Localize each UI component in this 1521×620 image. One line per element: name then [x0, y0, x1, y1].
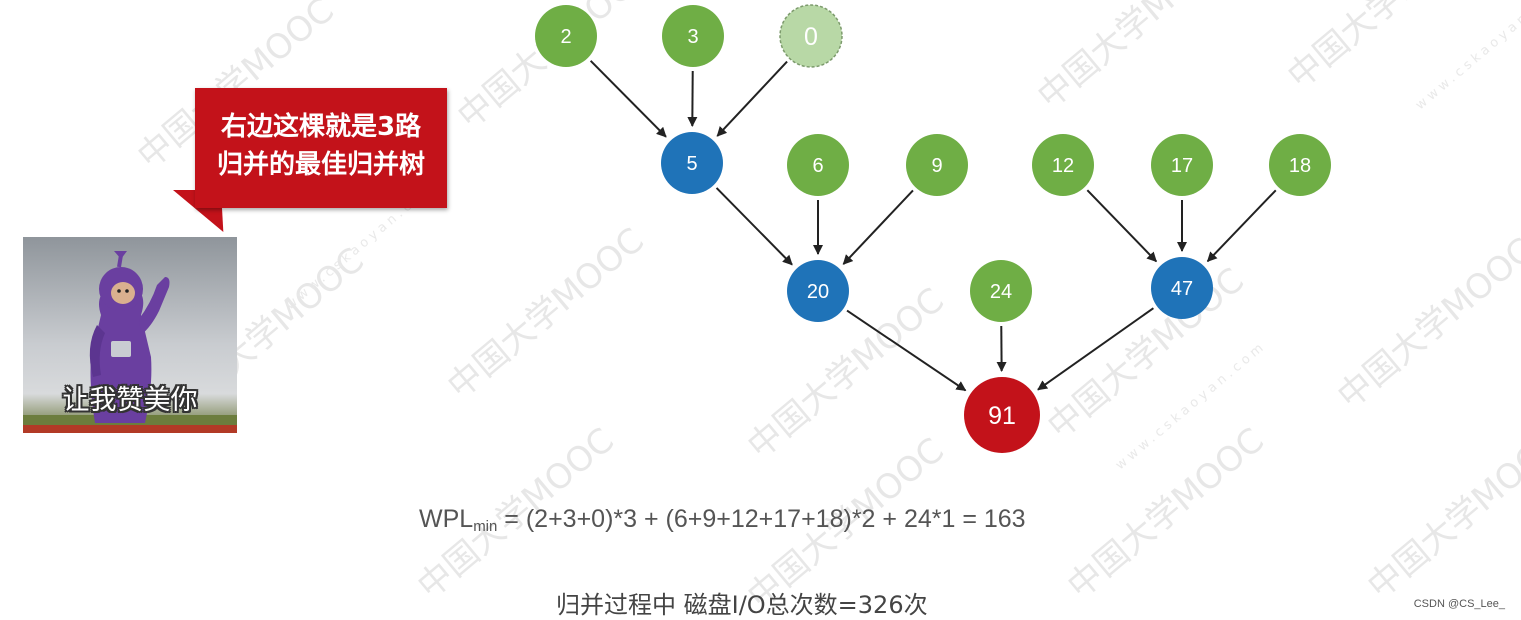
tree-node-9: 9: [906, 134, 968, 196]
tree-node-circle: [787, 134, 849, 196]
tree-node-label: 6: [812, 155, 823, 177]
tree-node-6: 6: [787, 134, 849, 196]
tree-node-label: 9: [931, 155, 942, 177]
tree-node-circle: [662, 5, 724, 67]
tree-node-20: 20: [787, 260, 849, 322]
tree-node-label: 2: [560, 26, 571, 48]
tree-node-circle: [906, 134, 968, 196]
meme-image: 让我赞美你: [23, 237, 237, 433]
tree-node-label: 24: [990, 281, 1012, 303]
tree-edge-n9-n20: [842, 189, 914, 265]
tree-node-5: 5: [661, 132, 723, 194]
tree-node-3: 3: [662, 5, 724, 67]
callout-line-2: 归并的最佳归并树: [216, 150, 425, 180]
tree-node-12: 12: [1032, 134, 1094, 196]
tree-node-17: 17: [1151, 134, 1213, 196]
credit-watermark: CSDN @CS_Lee_: [1413, 598, 1505, 610]
tree-node-circle: [1151, 134, 1213, 196]
tree-node-circle: [779, 4, 843, 68]
tree-node-circle: [970, 260, 1032, 322]
tree-node-circle: [535, 5, 597, 67]
callout-bubble: 右边这棵就是3路 归并的最佳归并树: [195, 88, 447, 208]
tree-edge-n5-n20: [715, 187, 793, 266]
tree-node-circle: [964, 377, 1040, 453]
teletubby-figure-icon: [23, 251, 237, 433]
tree-nodes: 2 3 0 5 6 9 12 17 18 20 24 47 91: [535, 4, 1331, 453]
tree-node-47: 47: [1151, 257, 1213, 319]
tree-node-circle: [787, 260, 849, 322]
tree-edges: [589, 60, 1277, 392]
tree-node-label: 47: [1171, 278, 1193, 300]
tree-node-91: 91: [964, 377, 1040, 453]
wpl-expression: = (2+3+0)*3 + (6+9+12+17+18)*2 + 24*1 = …: [497, 505, 1026, 533]
tree-node-label: 18: [1289, 155, 1311, 177]
tree-node-2: 2: [535, 5, 597, 67]
tree-node-label: 3: [687, 26, 698, 48]
tree-node-circle: [1269, 134, 1331, 196]
tree-edge-n12-n47: [1086, 189, 1157, 263]
tree-node-label: 12: [1052, 155, 1074, 177]
tree-node-label: 20: [807, 281, 829, 303]
disk-io-total: 归并过程中 磁盘I/O总次数=326次: [556, 591, 928, 619]
tree-node-label: 17: [1171, 155, 1193, 177]
tree-node-label: 91: [988, 402, 1016, 430]
meme-caption: 让我赞美你: [62, 385, 198, 416]
wpl-formula: WPLmin = (2+3+0)*3 + (6+9+12+17+18)*2 + …: [419, 505, 1026, 535]
tree-node-0: 0: [779, 4, 843, 68]
wpl-subscript: min: [473, 518, 498, 535]
callout-line-1: 右边这棵就是3路: [220, 112, 422, 142]
tree-edge-n18-n47: [1206, 189, 1277, 263]
tree-node-label: 5: [686, 153, 697, 175]
tree-edge-n47-n91: [1037, 307, 1154, 391]
tree-edge-n20-n91: [846, 309, 967, 392]
tree-node-circle: [1151, 257, 1213, 319]
wpl-prefix: WPL: [419, 505, 474, 533]
tree-node-18: 18: [1269, 134, 1331, 196]
tree-edge-n2-n5: [589, 60, 667, 138]
tree-node-circle: [661, 132, 723, 194]
tree-edge-n0-n5: [716, 60, 788, 137]
tree-node-24: 24: [970, 260, 1032, 322]
tree-node-label: 0: [804, 23, 818, 51]
tree-node-circle: [1032, 134, 1094, 196]
